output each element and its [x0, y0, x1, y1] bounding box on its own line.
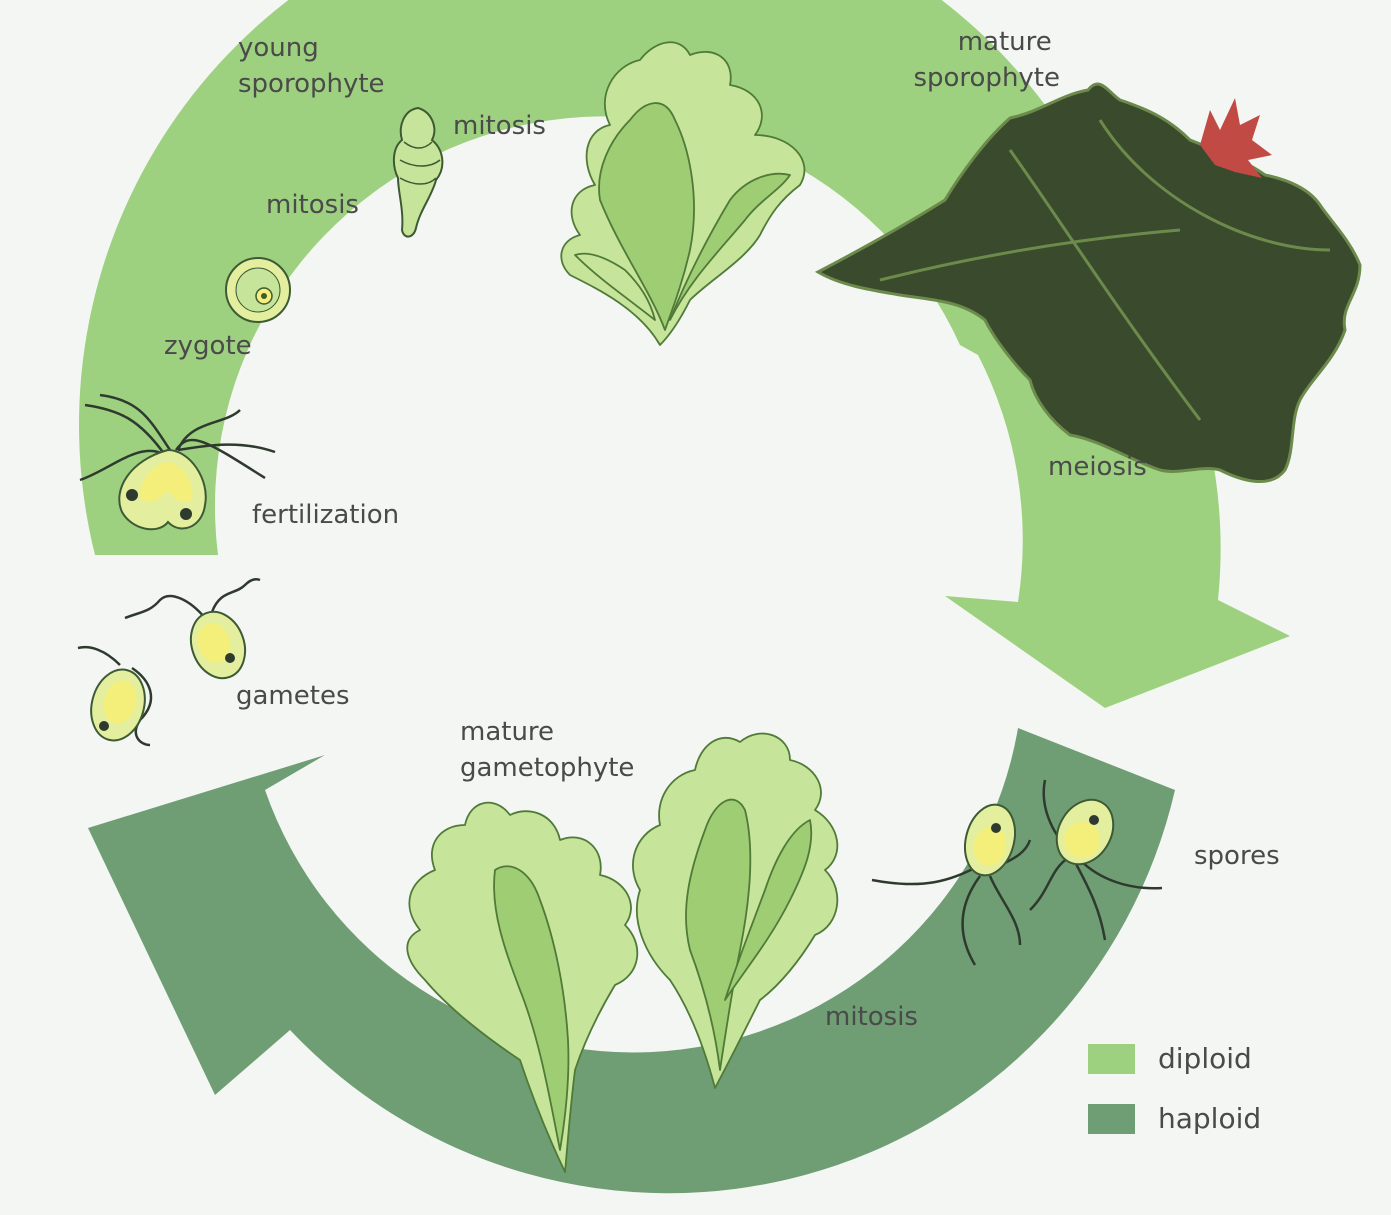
legend-label-haploid: haploid — [1158, 1102, 1261, 1135]
label-mature-gametophyte-line1: mature — [460, 717, 554, 747]
label-mitosis-left: mitosis — [266, 190, 359, 220]
legend-label-diploid: diploid — [1158, 1042, 1252, 1075]
label-mature-sporophyte-line2: sporophyte — [913, 63, 1060, 93]
label-mitosis-bottom: mitosis — [825, 1002, 918, 1032]
label-zygote: zygote — [164, 331, 252, 361]
label-spores: spores — [1194, 841, 1280, 871]
legend-swatch-diploid — [1088, 1044, 1135, 1074]
young-sporophyte-icon — [394, 108, 442, 237]
gamete-icon — [78, 579, 260, 746]
label-young-sporophyte-line1: young — [238, 33, 319, 63]
label-mature-sporophyte-line1: mature — [958, 27, 1052, 57]
label-mature-gametophyte-line2: gametophyte — [460, 753, 634, 783]
label-young-sporophyte-line2: sporophyte — [238, 69, 385, 99]
legend-swatch-haploid — [1088, 1104, 1135, 1134]
label-meiosis: meiosis — [1048, 452, 1147, 482]
label-mature-gametophyte: mature gametophyte — [460, 717, 634, 783]
legend: diploid haploid — [1088, 1042, 1261, 1135]
label-fertilization: fertilization — [252, 500, 399, 530]
label-gametes: gametes — [236, 681, 350, 711]
zygote-icon — [226, 258, 290, 322]
label-mitosis-top: mitosis — [453, 111, 546, 141]
